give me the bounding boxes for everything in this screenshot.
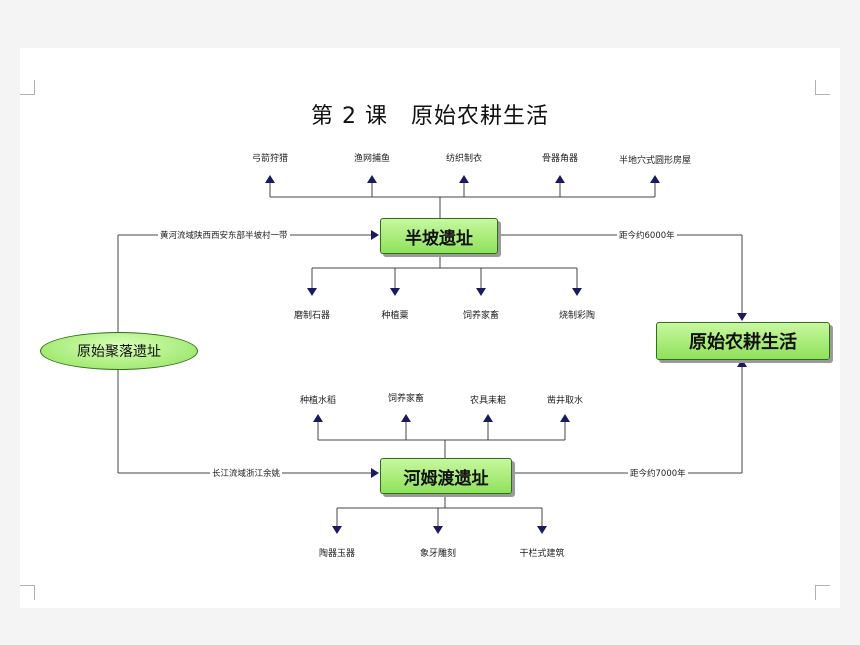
- page-title: 第 2 课 原始农耕生活: [311, 104, 549, 129]
- origin-settlement-node: 原始聚落遗址: [40, 332, 198, 370]
- page-corner-mark: [815, 80, 830, 95]
- page-corner-mark: [20, 80, 35, 95]
- banpo-bottom-label: 磨制石器: [293, 311, 331, 321]
- hemudu-top-label: 饲养家畜: [387, 394, 425, 404]
- banpo-top-label: 渔网捕鱼: [353, 154, 391, 164]
- banpo-bottom-label: 饲养家畜: [462, 311, 500, 321]
- primitive-farming-box: 原始农耕生活: [656, 322, 830, 360]
- banpo-site-box: 半坡遗址: [380, 218, 498, 254]
- hemudu-bottom-label: 干栏式建筑: [519, 549, 565, 559]
- hemudu-top-label: 凿井取水: [546, 396, 584, 406]
- banpo-top-label: 弓箭狩猎: [251, 154, 289, 164]
- banpo-location-label: 黄河流域陕西西安东部半坡村一带: [158, 229, 290, 241]
- page-corner-mark: [815, 585, 830, 600]
- hemudu-top-label: 种植水稻: [299, 396, 337, 406]
- hemudu-top-label: 农具耒耜: [469, 396, 507, 406]
- hemudu-bottom-label: 陶器玉器: [318, 549, 356, 559]
- banpo-top-label: 半地穴式圆形房屋: [618, 156, 692, 166]
- banpo-bottom-label: 烧制彩陶: [558, 311, 596, 321]
- hemudu-site-box: 河姆渡遗址: [380, 458, 512, 494]
- page-corner-mark: [20, 585, 35, 600]
- hemudu-age-label: 距今约7000年: [628, 467, 688, 479]
- hemudu-bottom-label: 象牙雕刻: [419, 549, 457, 559]
- hemudu-location-label: 长江流域浙江余姚: [210, 467, 283, 479]
- banpo-bottom-label: 种植粟: [381, 311, 409, 321]
- banpo-top-label: 纺织制衣: [445, 154, 483, 164]
- banpo-top-label: 骨器角器: [541, 154, 579, 164]
- banpo-age-label: 距今约6000年: [617, 229, 677, 241]
